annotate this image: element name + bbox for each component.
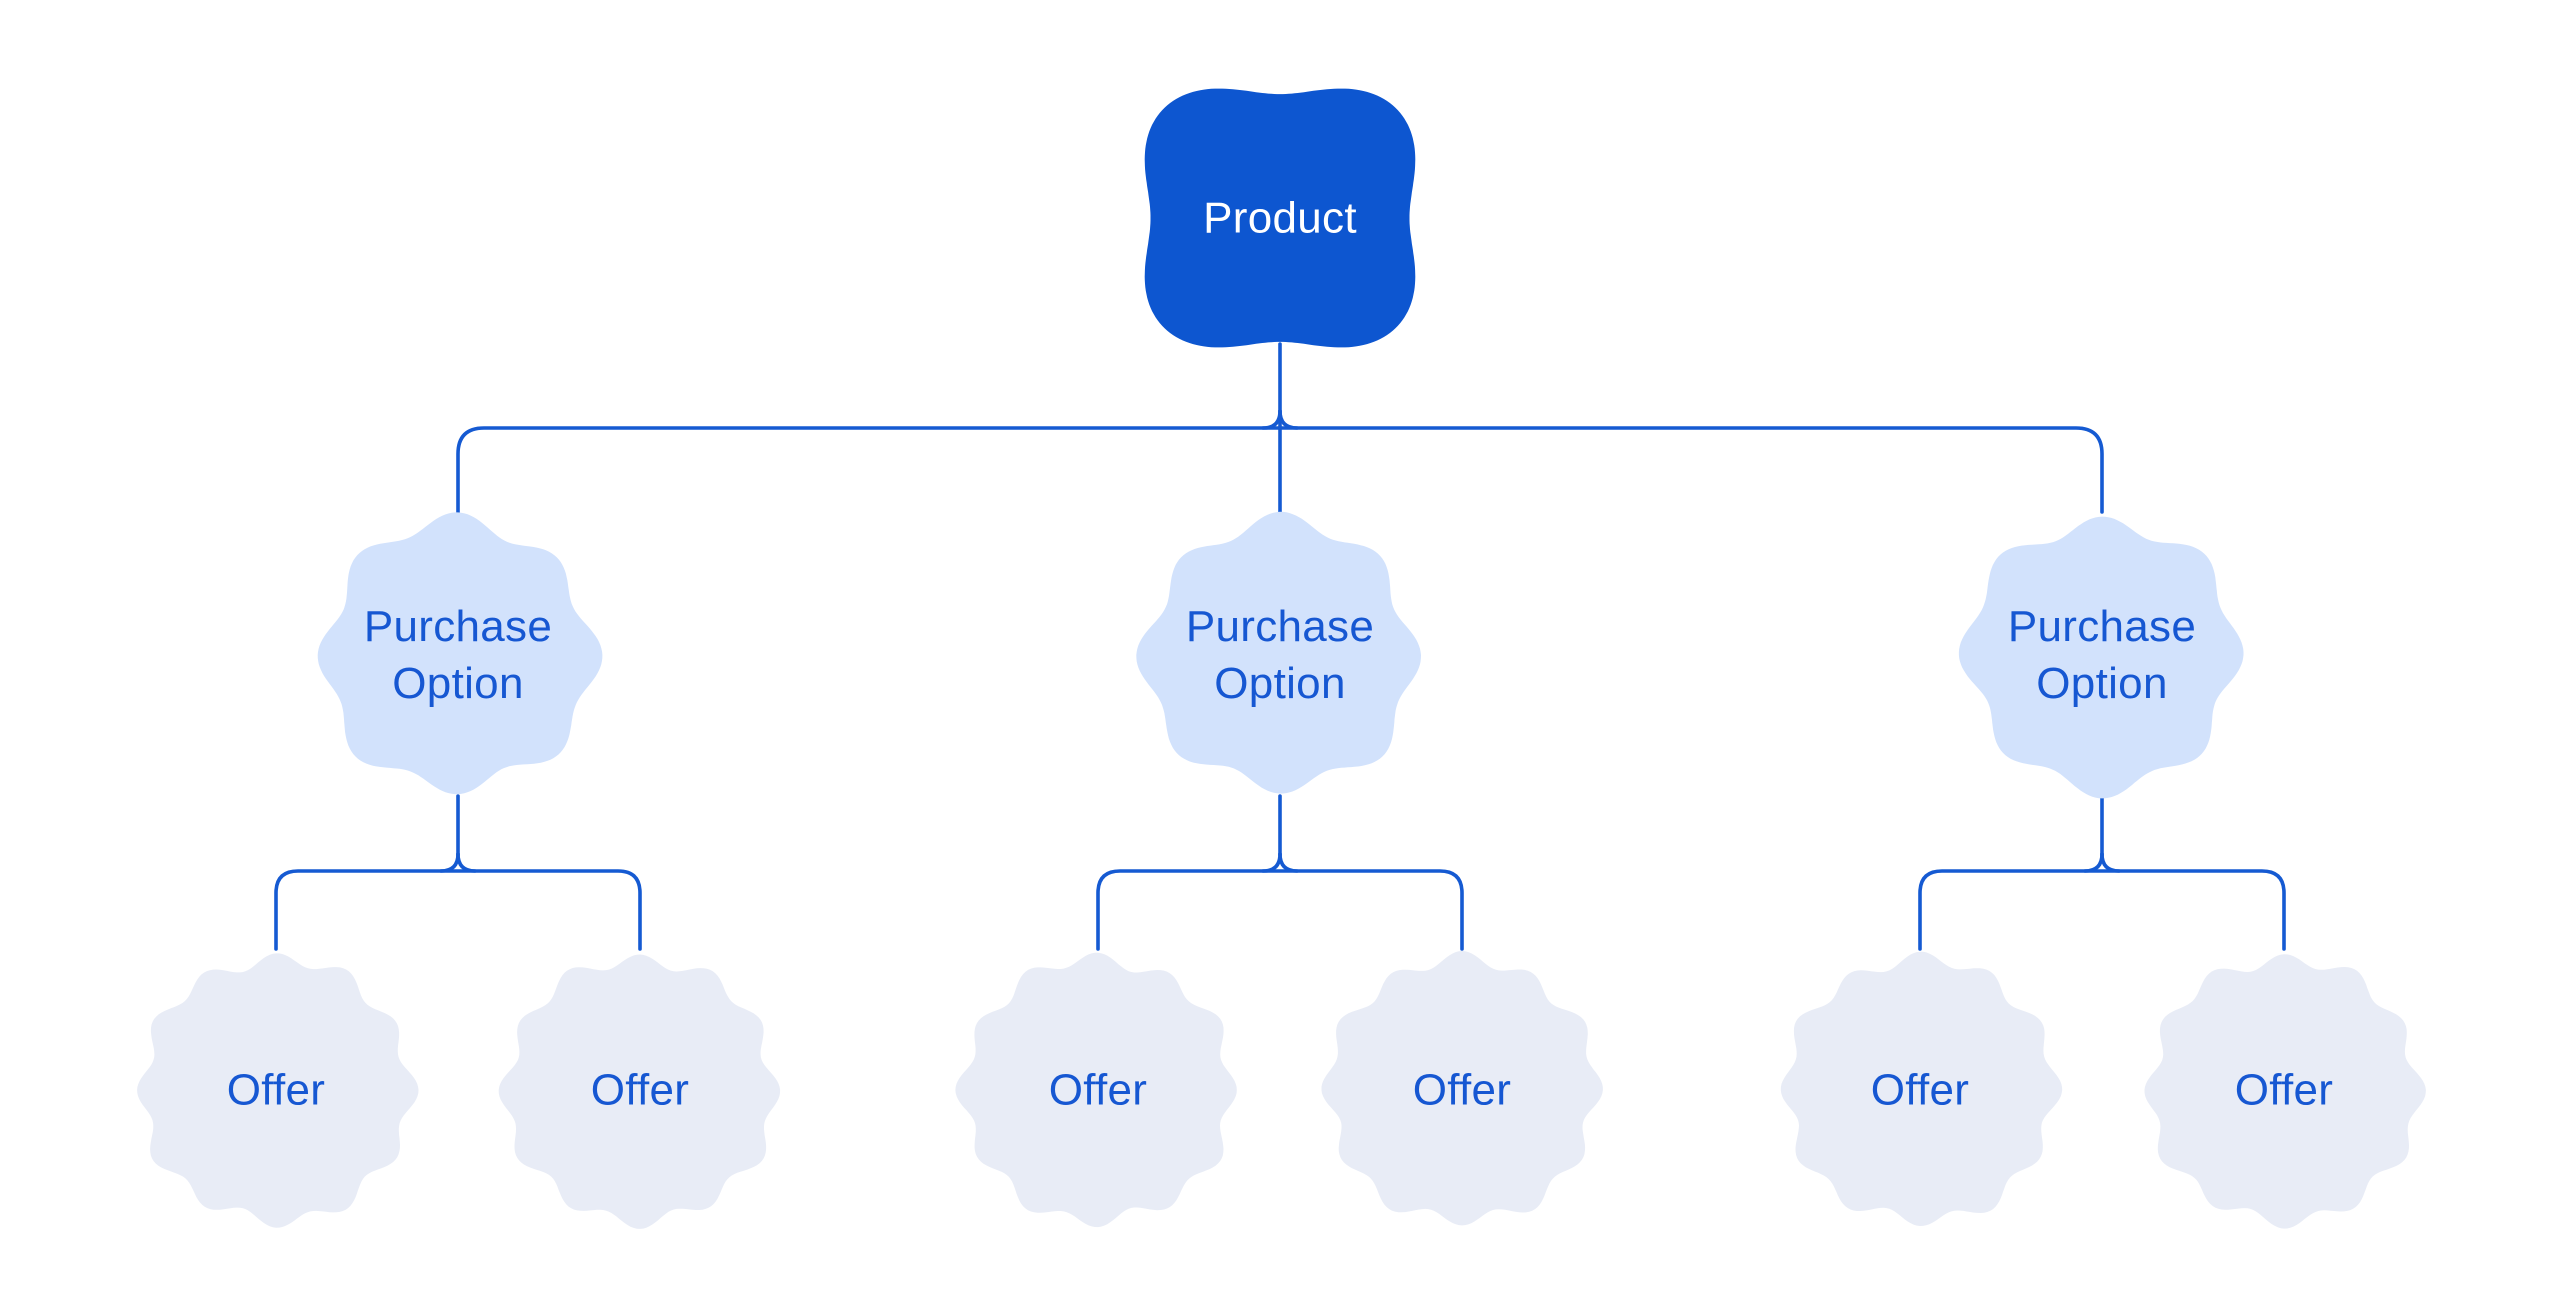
offer-blob-path [498, 954, 781, 1229]
connector-path [1918, 869, 2286, 951]
purchase-option-blob-path [1136, 511, 1421, 794]
product-blob-path [1144, 88, 1416, 348]
purchase-option-blob-shape [1136, 511, 1421, 794]
offer-blob-shape [137, 953, 419, 1228]
offer-label-3-1: Offer [1870, 1065, 1970, 1115]
purchase-option-label-3: Purchase Option [2007, 602, 2197, 708]
connector-path [1261, 852, 1282, 873]
offer-blob-path [137, 953, 419, 1228]
offer-label-3-2: Offer [2234, 1065, 2334, 1115]
offer-label-1-2: Offer [590, 1065, 690, 1115]
product-label: Product [1203, 193, 1357, 243]
connector-path [1261, 409, 1282, 430]
offer-blob-path [1780, 951, 2063, 1226]
offer-blob-path [1321, 951, 1603, 1226]
connector-path [1096, 869, 1464, 951]
offer-blob-shape [955, 952, 1237, 1228]
offer-label-2-1: Offer [1048, 1065, 1148, 1115]
connector-path [2100, 852, 2121, 873]
connector-path [2083, 852, 2104, 873]
offer-label-1-1: Offer [226, 1065, 326, 1115]
purchase-option-blob-shape [317, 512, 603, 795]
offer-blob-path [955, 952, 1237, 1228]
offer-blob-path [2144, 954, 2426, 1229]
offer-label-2-2: Offer [1412, 1065, 1512, 1115]
connector-path [274, 869, 642, 951]
offer-blob-shape [2144, 954, 2426, 1229]
purchase-option-blob-shape [1958, 516, 2244, 799]
purchase-option-label-2: Purchase Option [1185, 602, 1375, 708]
offer-blob-shape [1321, 951, 1603, 1226]
connector-path [439, 852, 460, 873]
offer-blob-shape [498, 954, 781, 1229]
purchase-option-blob-path [317, 512, 603, 795]
connector-path [1278, 409, 1299, 430]
purchase-option-label-1: Purchase Option [363, 602, 553, 708]
offer-blob-shape [1780, 951, 2063, 1226]
connector-path [1278, 852, 1299, 873]
product-blob-shape [1144, 88, 1416, 348]
connector-path [456, 852, 477, 873]
purchase-option-blob-path [1958, 516, 2244, 799]
